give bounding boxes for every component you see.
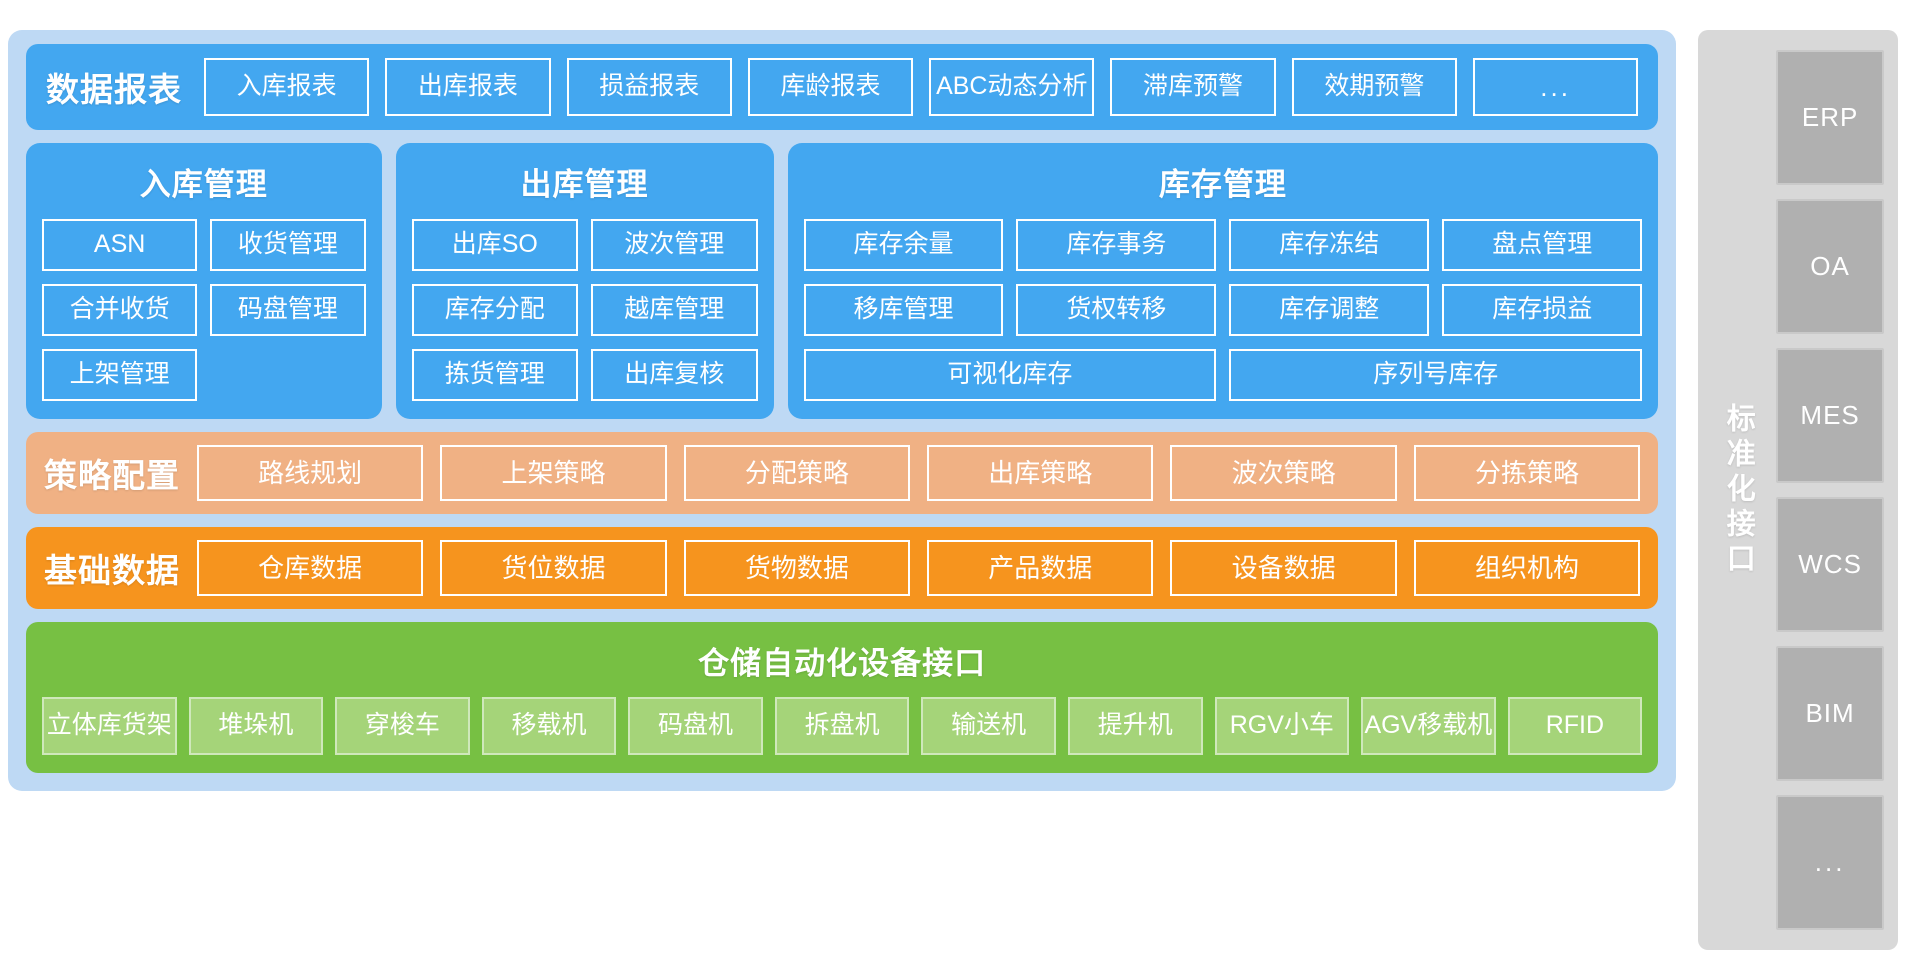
strategy-item-outbound-strategy[interactable]: 出库策略 <box>927 445 1154 501</box>
strategy-item-allocation-strategy[interactable]: 分配策略 <box>683 445 911 501</box>
basic-data-item-organization[interactable]: 组织机构 <box>1413 540 1641 596</box>
inbound-item-placeholder <box>210 349 365 401</box>
equipment-item-asrs-rack[interactable]: 立体库货架 <box>42 697 177 755</box>
report-item-inbound-report[interactable]: 入库报表 <box>204 58 370 116</box>
interface-item-wcs[interactable]: WCS <box>1776 497 1884 632</box>
standard-interface-panel: 标准化接口 ERP OA MES WCS BIM ... <box>1698 30 1898 950</box>
inbound-management-title: 入库管理 <box>139 167 268 202</box>
inventory-management-title: 库存管理 <box>1158 167 1287 202</box>
inventory-item-serial-number-inventory[interactable]: 序列号库存 <box>1229 349 1643 401</box>
inbound-item-asn[interactable]: ASN <box>42 219 198 271</box>
interface-item-erp[interactable]: ERP <box>1776 50 1884 185</box>
automation-equipment-title: 仓储自动化设备接口 <box>698 646 987 681</box>
basic-data-band: 基础数据 仓库数据 货位数据 货物数据 产品数据 设备数据 组织机构 <box>26 527 1659 609</box>
basic-data-item-goods-data[interactable]: 货物数据 <box>683 540 911 596</box>
inventory-item-ownership-transfer[interactable]: 货权转移 <box>1016 284 1217 336</box>
outbound-item-cross-docking[interactable]: 越库管理 <box>591 284 758 336</box>
inbound-item-receiving-management[interactable]: 收货管理 <box>210 219 366 271</box>
equipment-item-lifter[interactable]: 提升机 <box>1067 697 1203 755</box>
report-item-stagnant-stock-alert[interactable]: 滞库预警 <box>1110 58 1276 116</box>
standard-interface-list: ERP OA MES WCS BIM ... <box>1776 50 1884 930</box>
strategy-config-band: 策略配置 路线规划 上架策略 分配策略 出库策略 波次策略 分拣策略 <box>26 432 1659 514</box>
inbound-row-1: ASN 收货管理 <box>42 219 366 271</box>
outbound-item-wave-management[interactable]: 波次管理 <box>591 219 758 271</box>
strategy-item-putaway-strategy[interactable]: 上架策略 <box>440 445 667 501</box>
automation-equipment-list: 立体库货架 堆垛机 穿梭车 移载机 码盘机 拆盘机 输送机 提升机 RGV小车 … <box>42 697 1643 755</box>
inventory-item-stocktaking-management[interactable]: 盘点管理 <box>1442 219 1643 271</box>
equipment-item-transfer-machine[interactable]: 移载机 <box>481 697 617 755</box>
inbound-management-card: 入库管理 ASN 收货管理 合并收货 码盘管理 上架管理 <box>26 143 382 419</box>
inventory-item-stock-balance[interactable]: 库存余量 <box>803 219 1004 271</box>
outbound-row-1: 出库SO 波次管理 <box>411 219 758 271</box>
equipment-item-rfid[interactable]: RFID <box>1507 697 1643 755</box>
automation-equipment-band: 仓储自动化设备接口 立体库货架 堆垛机 穿梭车 移载机 码盘机 拆盘机 输送机 … <box>26 622 1659 773</box>
basic-data-item-location-data[interactable]: 货位数据 <box>440 540 667 596</box>
inbound-item-putaway-management[interactable]: 上架管理 <box>42 349 198 401</box>
basic-data-title: 基础数据 <box>44 552 180 589</box>
inventory-item-stock-profit-loss[interactable]: 库存损益 <box>1442 284 1643 336</box>
interface-item-oa[interactable]: OA <box>1776 199 1884 334</box>
basic-data-item-product-data[interactable]: 产品数据 <box>927 540 1154 596</box>
inbound-row-2: 合并收货 码盘管理 <box>42 284 366 336</box>
outbound-item-so[interactable]: 出库SO <box>411 219 578 271</box>
equipment-item-rgv[interactable]: RGV小车 <box>1214 697 1350 755</box>
inbound-item-merged-receiving[interactable]: 合并收货 <box>42 284 198 336</box>
outbound-management-title: 出库管理 <box>520 167 649 202</box>
equipment-item-conveyor[interactable]: 输送机 <box>921 697 1056 755</box>
inventory-item-stock-freeze[interactable]: 库存冻结 <box>1229 219 1430 271</box>
inventory-item-transfer-management[interactable]: 移库管理 <box>803 284 1004 336</box>
inventory-row-2: 移库管理 货权转移 库存调整 库存损益 <box>803 284 1643 336</box>
standard-interface-label: 标准化接口 <box>1722 402 1755 578</box>
report-item-expiry-alert[interactable]: 效期预警 <box>1291 58 1457 116</box>
main-architecture-panel: 数据报表 入库报表 出库报表 损益报表 库龄报表 ABC动态分析 滞库预警 效期… <box>8 30 1677 791</box>
strategy-item-sorting-strategy[interactable]: 分拣策略 <box>1413 445 1641 501</box>
report-item-stock-age-report[interactable]: 库龄报表 <box>747 58 914 116</box>
outbound-item-picking-management[interactable]: 拣货管理 <box>411 349 578 401</box>
equipment-item-shuttle[interactable]: 穿梭车 <box>335 697 470 755</box>
interface-item-more[interactable]: ... <box>1776 795 1884 930</box>
equipment-item-stacker-crane[interactable]: 堆垛机 <box>188 697 324 755</box>
report-item-more[interactable]: ... <box>1472 58 1639 116</box>
strategy-config-title: 策略配置 <box>44 457 180 494</box>
basic-data-item-warehouse-data[interactable]: 仓库数据 <box>197 540 424 596</box>
interface-item-mes[interactable]: MES <box>1776 348 1884 483</box>
equipment-item-depalletizer[interactable]: 拆盘机 <box>774 697 910 755</box>
inbound-row-3: 上架管理 <box>42 349 366 401</box>
inventory-management-card: 库存管理 库存余量 库存事务 库存冻结 盘点管理 移库管理 货权转移 库存调整 … <box>787 143 1659 419</box>
management-cards-row: 入库管理 ASN 收货管理 合并收货 码盘管理 上架管理 出库管理 出库 <box>26 143 1659 419</box>
data-reports-band: 数据报表 入库报表 出库报表 损益报表 库龄报表 ABC动态分析 滞库预警 效期… <box>26 44 1659 130</box>
inventory-item-stock-adjustment[interactable]: 库存调整 <box>1229 284 1430 336</box>
outbound-row-2: 库存分配 越库管理 <box>411 284 758 336</box>
equipment-item-palletizer[interactable]: 码盘机 <box>628 697 763 755</box>
strategy-item-route-planning[interactable]: 路线规划 <box>197 445 424 501</box>
report-item-outbound-report[interactable]: 出库报表 <box>385 58 551 116</box>
inbound-item-palletizing-management[interactable]: 码盘管理 <box>210 284 366 336</box>
basic-data-item-equipment-data[interactable]: 设备数据 <box>1170 540 1397 596</box>
inventory-item-visual-inventory[interactable]: 可视化库存 <box>803 349 1217 401</box>
outbound-item-stock-allocation[interactable]: 库存分配 <box>411 284 578 336</box>
outbound-row-3: 拣货管理 出库复核 <box>411 349 758 401</box>
strategy-item-wave-strategy[interactable]: 波次策略 <box>1170 445 1397 501</box>
outbound-item-outbound-review[interactable]: 出库复核 <box>591 349 758 401</box>
outbound-management-card: 出库管理 出库SO 波次管理 库存分配 越库管理 拣货管理 出库复核 <box>395 143 774 419</box>
inventory-item-stock-transaction[interactable]: 库存事务 <box>1016 219 1217 271</box>
report-item-profit-loss-report[interactable]: 损益报表 <box>566 58 732 116</box>
report-item-abc-analysis[interactable]: ABC动态分析 <box>929 58 1095 116</box>
data-reports-title: 数据报表 <box>46 71 182 108</box>
interface-item-bim[interactable]: BIM <box>1776 646 1884 781</box>
inventory-row-3: 可视化库存 序列号库存 <box>803 349 1643 401</box>
inventory-row-1: 库存余量 库存事务 库存冻结 盘点管理 <box>803 219 1643 271</box>
equipment-item-agv[interactable]: AGV移载机 <box>1361 697 1496 755</box>
